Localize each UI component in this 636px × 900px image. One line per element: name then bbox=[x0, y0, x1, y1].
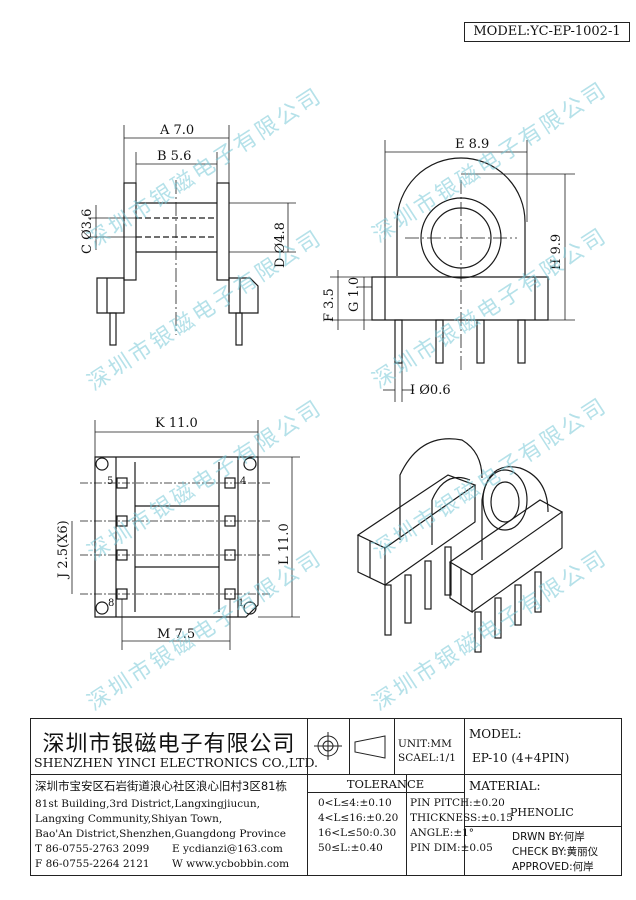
tolerance-row: 0<L≤4:±0.10 bbox=[318, 797, 392, 809]
front-view bbox=[88, 125, 296, 346]
unit-label: UNIT:MM bbox=[398, 738, 452, 750]
tolerance-row: PIN PITCH:±0.20 bbox=[410, 797, 505, 809]
dim-j: J 2.5(X6) bbox=[56, 520, 71, 580]
address-en-line: Bao'An District,Shenzhen,Guangdong Provi… bbox=[35, 828, 286, 840]
telephone: T 86-0755-2763 2099 bbox=[35, 843, 150, 855]
dim-b: B 5.6 bbox=[157, 149, 191, 164]
dim-f: F 3.5 bbox=[322, 288, 337, 322]
divider bbox=[307, 792, 464, 793]
tolerance-row: 50≤L:±0.40 bbox=[318, 842, 383, 854]
bottom-view bbox=[71, 420, 300, 650]
model-label: MODEL: bbox=[469, 727, 522, 741]
tolerance-row: THICKNESS:±0.15 bbox=[410, 812, 513, 824]
address-en-line: Langxing Community,Shiyan Town, bbox=[35, 813, 223, 825]
address-en-line: 81st Building,3rd District,Langxingjiucu… bbox=[35, 798, 260, 810]
dim-i: I Ø0.6 bbox=[410, 383, 451, 398]
dim-a: A 7.0 bbox=[159, 123, 194, 138]
dim-l: L 11.0 bbox=[277, 523, 292, 565]
pin-label: 4 bbox=[240, 476, 246, 487]
dim-g: G 1.0 bbox=[347, 277, 362, 312]
drawn-by: DRWN BY:何岸 bbox=[512, 831, 585, 843]
divider bbox=[307, 718, 308, 876]
pin-label: 5 bbox=[107, 476, 113, 487]
tolerance-row: PIN DIM:±0.05 bbox=[410, 842, 493, 854]
pin-label: 8 bbox=[108, 598, 114, 609]
approved-by: APPROVED:何岸 bbox=[512, 861, 594, 873]
scale-label: SCAEL:1/1 bbox=[398, 752, 456, 764]
fax: F 86-0755-2264 2121 bbox=[35, 858, 150, 870]
material-value: PHENOLIC bbox=[510, 806, 574, 819]
company-name-en: SHENZHEN YINCI ELECTRONICS CO.,LTD. bbox=[34, 755, 319, 770]
divider bbox=[464, 826, 622, 827]
technical-drawing: A 7.0 B 5.6 C Ø3.6 D Ø4.8 E 8.9 F 3.5 G … bbox=[56, 123, 575, 653]
email: E ycdianzi@163.com bbox=[172, 843, 283, 855]
model-header-box: MODEL:YC-EP-1002-1 bbox=[464, 22, 630, 42]
dim-h: H 9.9 bbox=[549, 234, 564, 270]
divider bbox=[30, 774, 622, 775]
model-value: EP-10 (4+4PIN) bbox=[472, 751, 570, 765]
tolerance-row: 16<L≤50:0.30 bbox=[318, 827, 397, 839]
check-by: CHECK BY:黄丽仪 bbox=[512, 846, 599, 858]
dim-c: C Ø3.6 bbox=[80, 209, 95, 254]
pin-label: 1 bbox=[238, 598, 244, 609]
model-header: MODEL:YC-EP-1002-1 bbox=[473, 24, 621, 39]
divider bbox=[464, 718, 465, 876]
dim-e: E 8.9 bbox=[455, 137, 489, 152]
isometric-view bbox=[356, 438, 564, 653]
title-block bbox=[30, 718, 622, 876]
divider bbox=[394, 718, 395, 774]
address-cn: 深圳市宝安区石岩街道浪心社区浪心旧村3区81栋 bbox=[35, 779, 287, 793]
tolerance-title: TOLERANCE bbox=[346, 777, 425, 791]
company-name-cn: 深圳市银磁电子有限公司 bbox=[42, 732, 296, 757]
dimension-labels: A 7.0 B 5.6 C Ø3.6 D Ø4.8 E 8.9 F 3.5 G … bbox=[56, 123, 564, 642]
divider bbox=[406, 774, 407, 876]
dim-k: K 11.0 bbox=[155, 416, 198, 431]
dim-d: D Ø4.8 bbox=[273, 222, 288, 268]
projection-symbol-icon bbox=[314, 732, 386, 760]
dim-m: M 7.5 bbox=[157, 627, 195, 642]
divider bbox=[349, 718, 350, 774]
material-label: MATERIAL: bbox=[469, 779, 541, 793]
side-view bbox=[330, 140, 575, 402]
tolerance-row: ANGLE:±1° bbox=[410, 827, 475, 839]
website: W www.ycbobbin.com bbox=[172, 858, 290, 870]
tolerance-row: 4<L≤16:±0.20 bbox=[318, 812, 399, 824]
